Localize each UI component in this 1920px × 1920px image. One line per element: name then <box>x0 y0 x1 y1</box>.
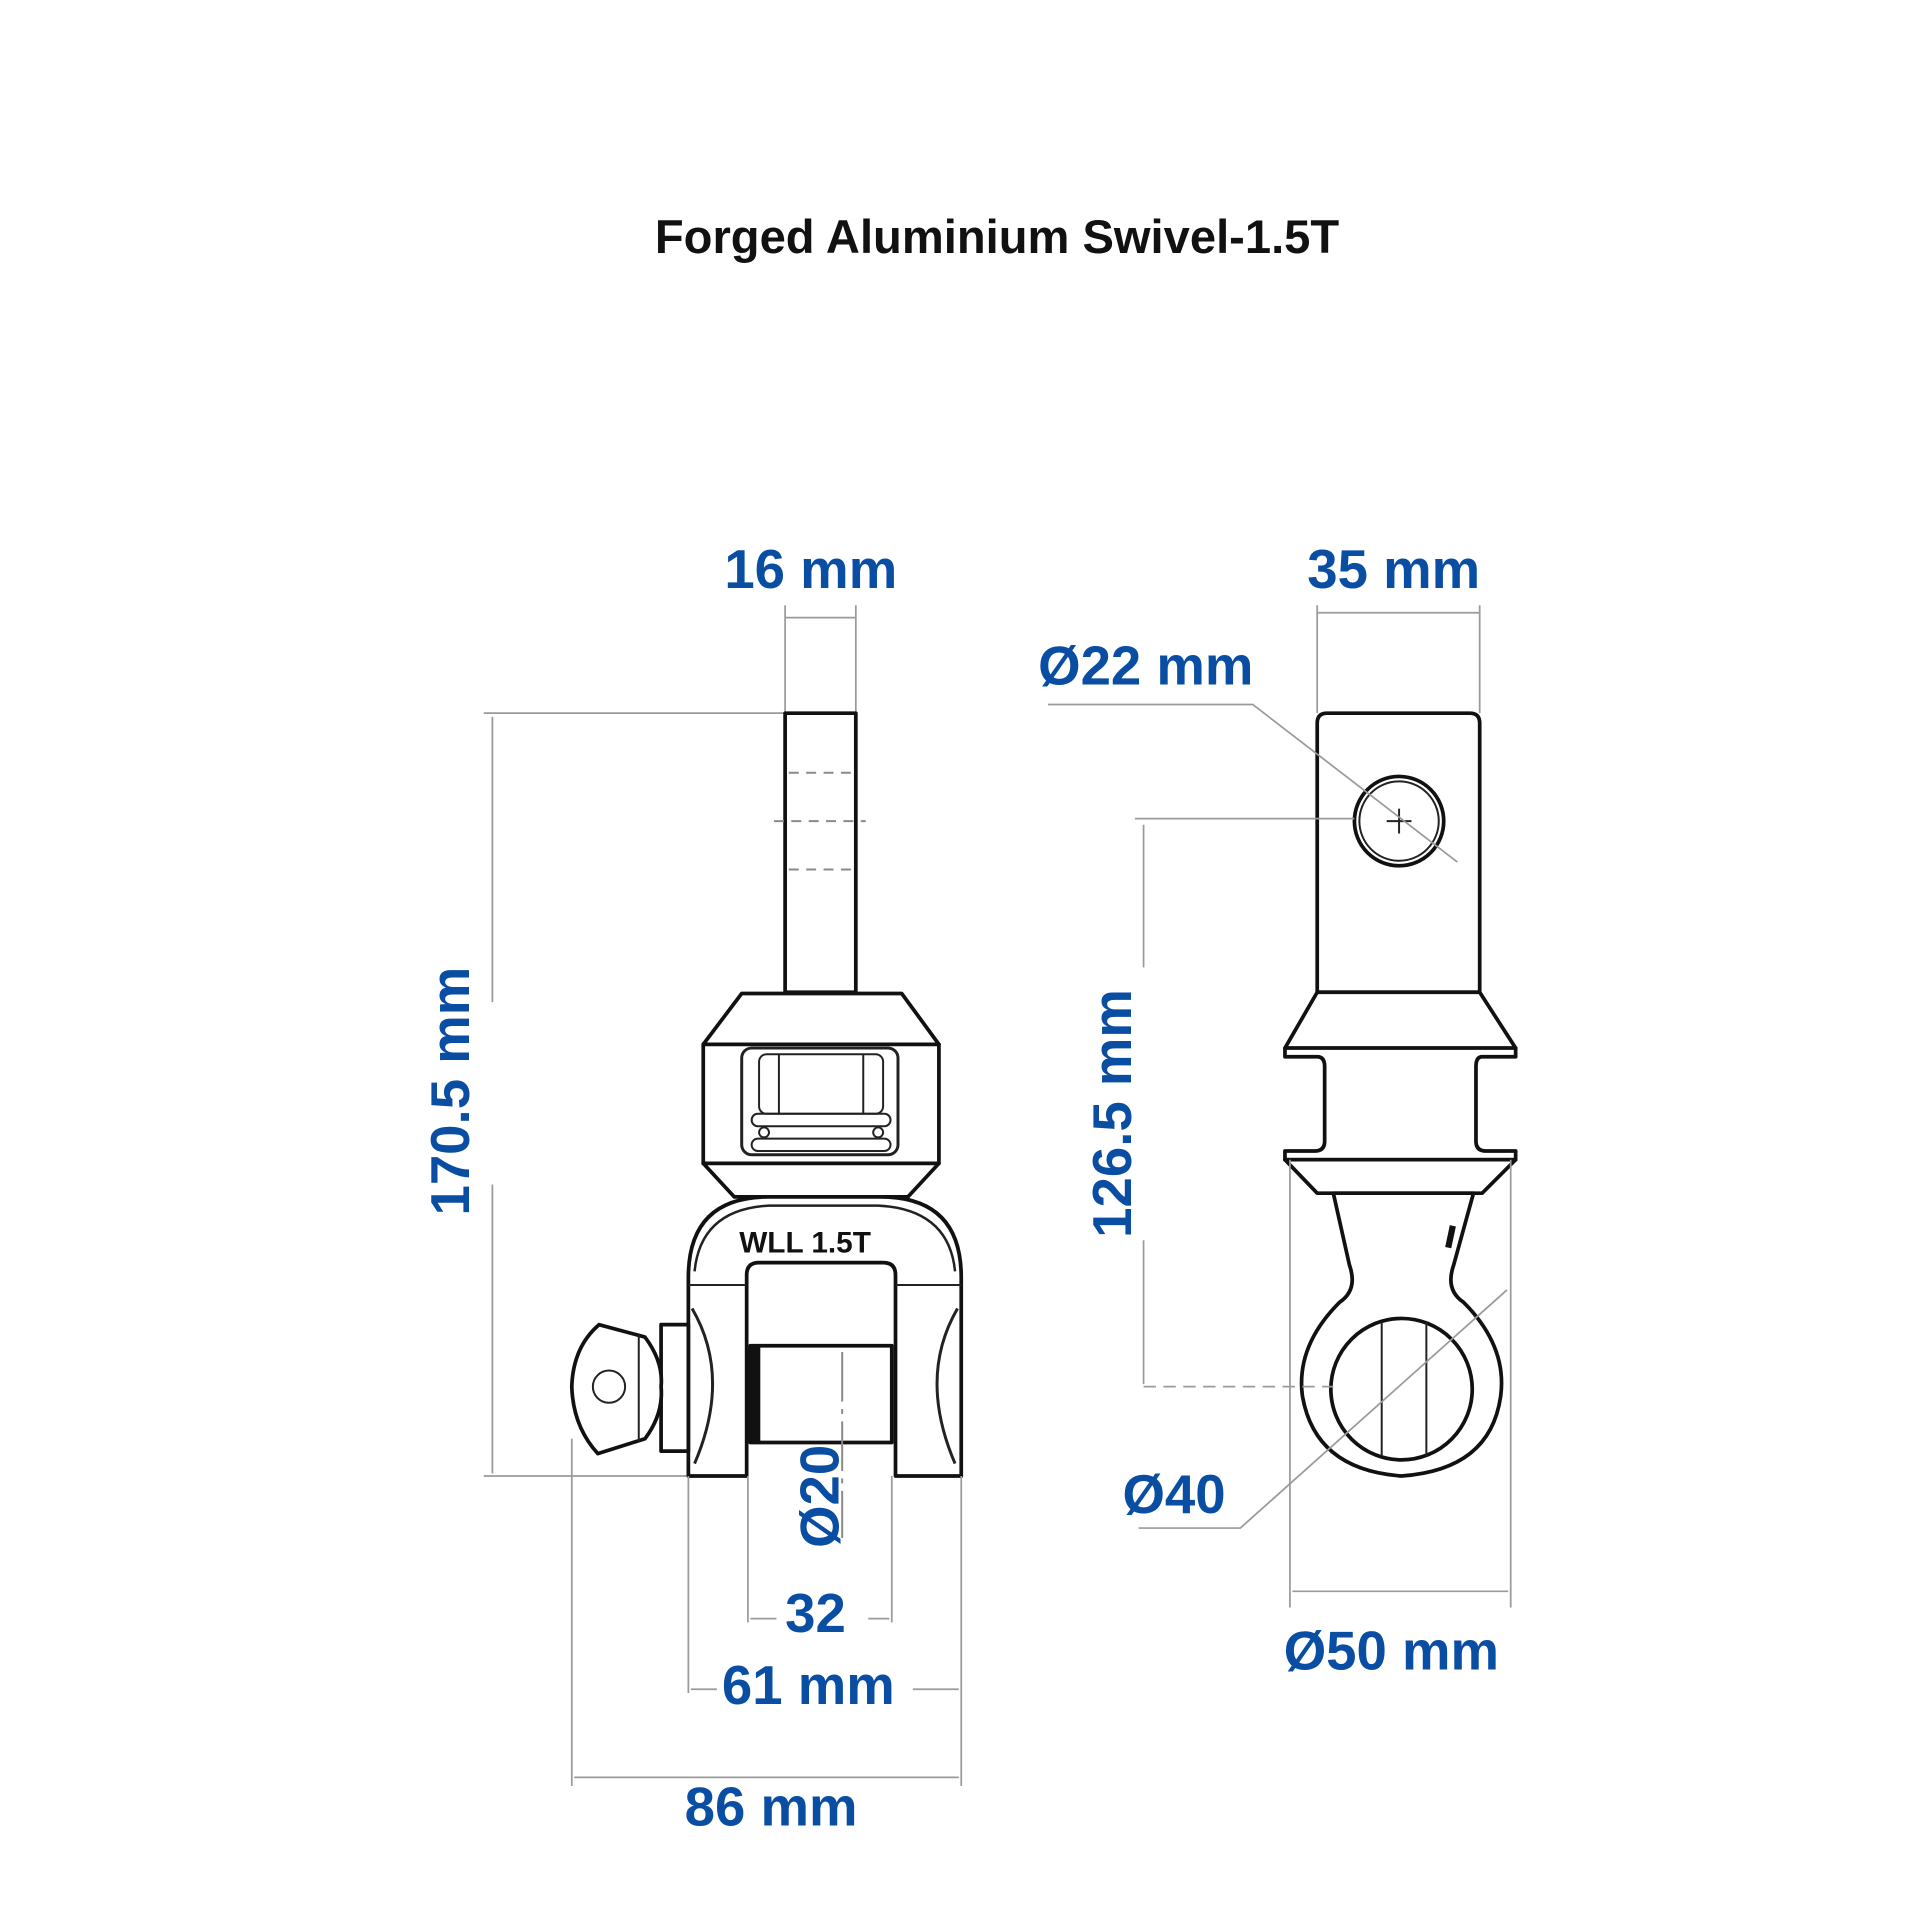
wll-stamp: WLL 1.5T <box>739 1227 871 1260</box>
dim-label-eye-outer-diameter: Ø50 mm <box>1284 1620 1499 1681</box>
dim-label-tang-width: 35 mm <box>1307 539 1480 600</box>
dim-label-hole-diameter: Ø22 mm <box>1038 636 1253 697</box>
dim-center-to-center: 126.5 mm <box>1082 817 1355 1388</box>
drawing-title: Forged Aluminium Swivel-1.5T <box>655 210 1339 263</box>
dim-eye-inner-diameter: Ø40 <box>1122 1289 1508 1529</box>
dim-label-overall-height: 170.5 mm <box>420 967 481 1216</box>
clevis-body: WLL 1.5T <box>686 1195 964 1538</box>
dim-tang-width: 35 mm <box>1307 539 1481 714</box>
dim-overall-height: 170.5 mm <box>420 712 786 1477</box>
swivel-shaft <box>783 711 858 995</box>
dim-label-jaw-opening: 32 <box>785 1583 846 1644</box>
dim-label-jaw-width: 61 mm <box>722 1655 895 1716</box>
dim-label-eye-inner-diameter: Ø40 <box>1122 1464 1225 1525</box>
swivel-eye <box>1299 1191 1504 1478</box>
pin-lock-tab <box>569 1322 691 1456</box>
swivel-collar <box>1283 990 1518 1196</box>
front-view: 16 mm 170.5 mm <box>420 539 964 1838</box>
dim-label-overall-width: 86 mm <box>685 1777 858 1838</box>
dim-jaw-width: 61 mm <box>687 1475 963 1787</box>
side-view: 35 mm Ø22 mm <box>1038 539 1518 1681</box>
dim-eye-outer-diameter: Ø50 mm <box>1284 1159 1512 1681</box>
dim-hole-diameter: Ø22 mm <box>1038 636 1458 863</box>
dim-label-shaft-width: 16 mm <box>724 539 897 600</box>
eye-bore <box>1328 1316 1475 1462</box>
dim-label-pin-diameter: Ø20 <box>789 1445 850 1548</box>
dim-label-center-to-center: 126.5 mm <box>1082 989 1143 1238</box>
dim-shaft-width: 16 mm <box>724 539 897 714</box>
bearing-housing <box>701 991 941 1199</box>
dim-overall-width: 86 mm <box>570 1438 959 1838</box>
clevis-pin <box>748 1343 894 1445</box>
dim-jaw-opening: 32 <box>747 1475 893 1644</box>
